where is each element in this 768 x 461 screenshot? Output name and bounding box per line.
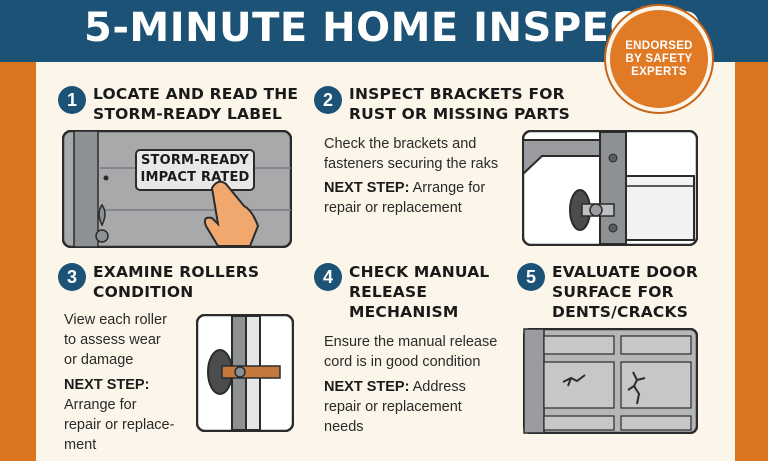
badge-line: BY SAFETY <box>625 52 693 65</box>
step-3-description-line: View each roller <box>64 312 167 328</box>
step-4-title-line: RELEASE <box>349 283 428 301</box>
step-5-title-line: DENTS/CRACKS <box>552 303 689 321</box>
bracket-illustration <box>522 130 698 246</box>
door-surface-illustration <box>523 328 698 434</box>
step-3-description-line: to assess wear <box>64 332 161 348</box>
step-3-next-step: NEXT STEP: Arrange for repair or replace… <box>64 375 174 455</box>
step-5-number: 5 <box>517 263 545 291</box>
storm-ready-label-line: IMPACT RATED <box>140 170 250 185</box>
step-3-description: View each roller to assess wear or damag… <box>64 310 167 370</box>
storm-ready-label-line: STORM-READY <box>140 153 250 168</box>
step-1-title-line: LOCATE AND READ THE <box>93 85 299 103</box>
step-2-description: Check the brackets and fasteners securin… <box>324 134 498 174</box>
step-1-title: LOCATE AND READ THE STORM-READY LABEL <box>93 84 298 124</box>
step-5-title-line: EVALUATE DOOR <box>552 263 699 281</box>
roller-illustration <box>196 314 294 432</box>
content-panel: 1 LOCATE AND READ THE STORM-READY LABEL … <box>36 62 735 461</box>
right-border <box>735 62 768 461</box>
storm-ready-label: STORM-READY IMPACT RATED <box>136 152 254 186</box>
safety-endorsement-badge: ENDORSED BY SAFETY EXPERTS <box>606 6 712 112</box>
next-step-label: NEXT STEP: <box>324 379 410 395</box>
garage-door-label-illustration <box>62 130 292 248</box>
step-5-title: EVALUATE DOOR SURFACE FOR DENTS/CRACKS <box>552 262 698 322</box>
page-title: 5-MINUTE HOME INSPECTO <box>84 5 702 51</box>
step-2-description-line: fasteners securing the raks <box>324 156 499 172</box>
step-4-next-step: NEXT STEP: Address repair or replacement… <box>324 377 466 437</box>
next-step-text: Arrange for <box>409 180 486 196</box>
step-3-title: EXAMINE ROLLERS CONDITION <box>93 262 259 302</box>
next-step-text: ment <box>64 437 97 453</box>
next-step-label: NEXT STEP: <box>64 377 150 393</box>
step-4-title: CHECK MANUAL RELEASE MECHANISM <box>349 262 490 322</box>
step-2-number: 2 <box>314 86 342 114</box>
next-step-text: repair or replacement <box>324 399 462 415</box>
next-step-text: Arrange for <box>64 397 137 413</box>
step-4-number: 4 <box>314 263 342 291</box>
next-step-text: repair or replacement <box>324 200 462 216</box>
next-step-text: repair or replace- <box>64 417 175 433</box>
badge-line: EXPERTS <box>631 65 687 78</box>
step-4-title-line: CHECK MANUAL <box>349 263 490 281</box>
step-3-title-line: EXAMINE ROLLERS <box>93 263 260 281</box>
badge-line: ENDORSED <box>625 39 693 52</box>
step-2-description-line: Check the brackets and <box>324 136 477 152</box>
step-2-title-line: INSPECT BRACKETS FOR <box>349 85 565 103</box>
step-4-description-line: cord is in good condition <box>324 354 481 370</box>
left-border <box>0 62 36 461</box>
step-5-title-line: SURFACE FOR <box>552 283 674 301</box>
step-2-next-step: NEXT STEP: Arrange for repair or replace… <box>324 178 485 218</box>
step-1-number: 1 <box>58 86 86 114</box>
step-3-number: 3 <box>58 263 86 291</box>
next-step-label: NEXT STEP: <box>324 180 410 196</box>
step-2-title: INSPECT BRACKETS FOR RUST OR MISSING PAR… <box>349 84 570 124</box>
step-1-title-line: STORM-READY LABEL <box>93 105 283 123</box>
step-4-description-line: Ensure the manual release <box>324 334 498 350</box>
step-3-title-line: CONDITION <box>93 283 194 301</box>
next-step-text: Address <box>409 379 466 395</box>
step-4-title-line: MECHANISM <box>349 303 459 321</box>
step-3-description-line: or damage <box>64 352 134 368</box>
step-2-title-line: RUST OR MISSING PARTS <box>349 105 570 123</box>
next-step-text: needs <box>324 419 364 435</box>
step-4-description: Ensure the manual release cord is in goo… <box>324 332 497 372</box>
